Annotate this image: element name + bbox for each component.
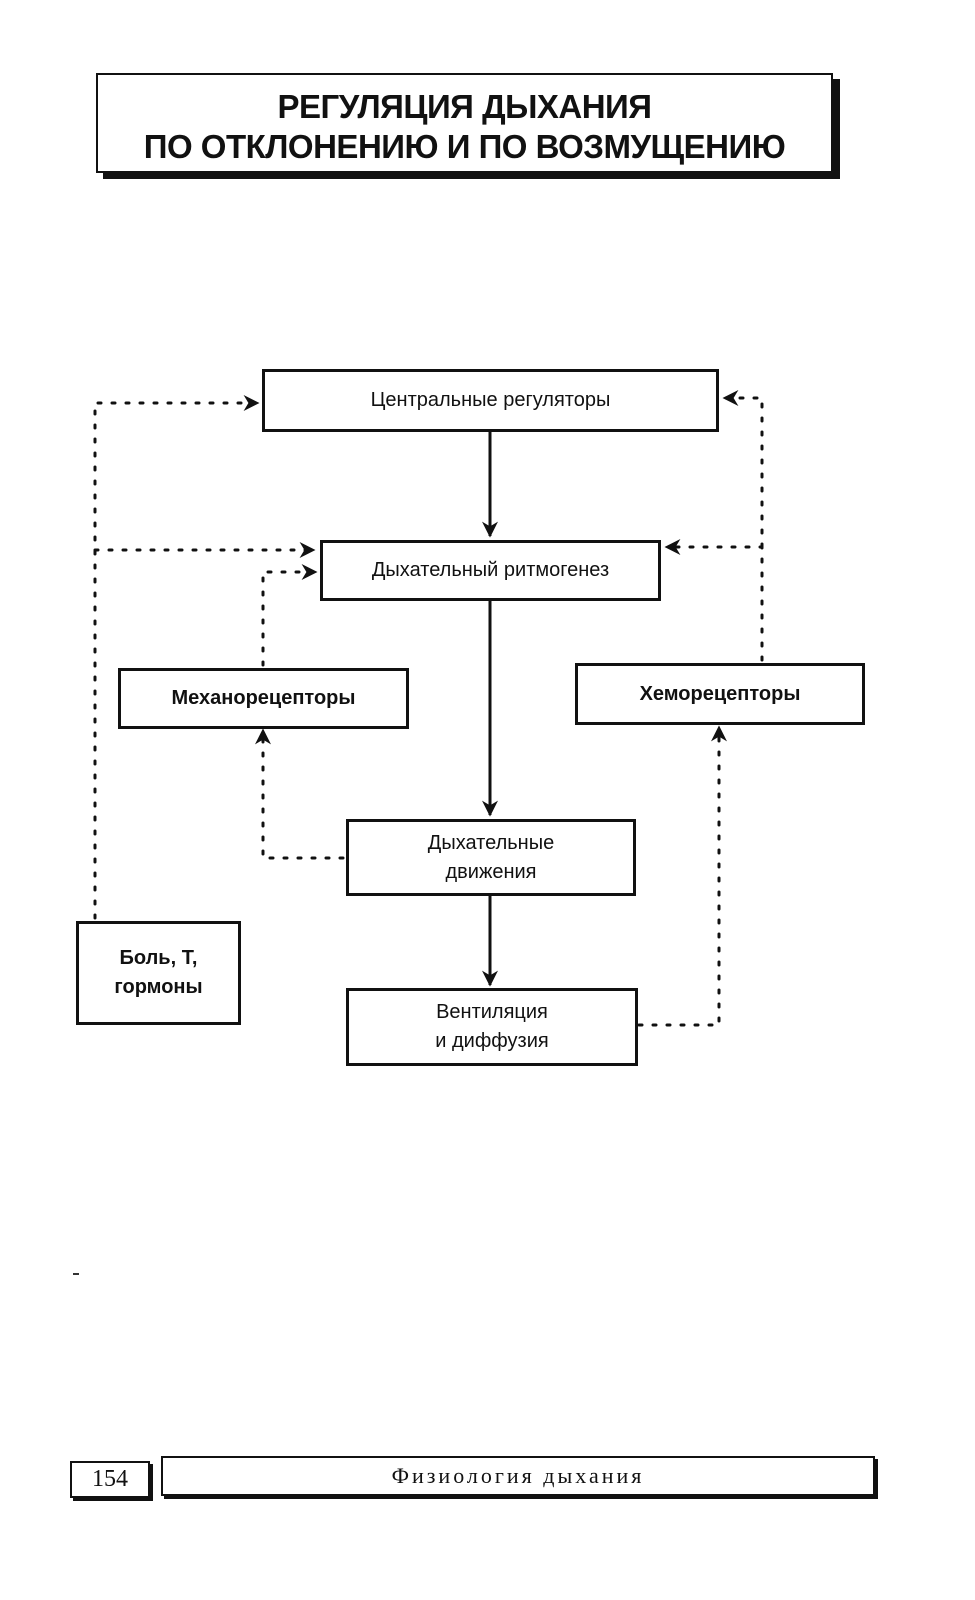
node-mechanoreceptors: Механорецепторы xyxy=(118,668,409,729)
node-pain-line1: Боль, Т, xyxy=(119,947,198,969)
title-box: РЕГУЛЯЦИЯ ДЫХАНИЯ ПО ОТКЛОНЕНИЮ И ПО ВОЗ… xyxy=(96,73,833,173)
node-respiratory-rhythmogenesis: Дыхательный ритмогенез xyxy=(320,540,661,601)
node-movements-line2: движения xyxy=(445,860,537,883)
node-chemoreceptors: Хеморецепторы xyxy=(575,663,865,725)
node-pain-line2: гормоны xyxy=(114,976,203,998)
dotted-movements-to-mechano xyxy=(255,728,345,860)
dotted-chemo-to-central xyxy=(722,390,764,549)
dotted-mechano-to-rhythm xyxy=(261,564,318,667)
running-footer-title: Физиология дыхания xyxy=(161,1456,875,1496)
node-central-regulators: Центральные регуляторы xyxy=(262,369,719,432)
node-ventilation-line1: Вентиляция xyxy=(436,1001,548,1023)
dotted-chemo-to-rhythm xyxy=(664,539,764,662)
dotted-ventilation-to-chemo xyxy=(637,725,727,1027)
title-line-2: ПО ОТКЛОНЕНИЮ И ПО ВОЗМУЩЕНИЮ xyxy=(143,128,786,165)
node-ventilation-line2: и диффузия xyxy=(435,1030,549,1052)
node-ventilation-diffusion: Вентиляция и диффузия xyxy=(346,988,638,1066)
node-mechanoreceptors-label: Механорецепторы xyxy=(171,687,356,709)
node-movements-line1: Дыхательные xyxy=(427,831,555,854)
page-number: 154 xyxy=(70,1461,150,1498)
dotted-pain-to-central xyxy=(93,395,260,920)
node-central-regulators-label: Центральные регуляторы xyxy=(370,389,611,411)
node-respiratory-movements: Дыхательные движения xyxy=(346,819,636,896)
stray-mark xyxy=(73,1273,79,1275)
node-chemoreceptors-label: Хеморецепторы xyxy=(639,682,801,705)
node-rhythmogenesis-label: Дыхательный ритмогенез xyxy=(371,559,610,581)
node-pain-temperature-hormones: Боль, Т, гормоны xyxy=(76,921,241,1025)
title-line-1: РЕГУЛЯЦИЯ ДЫХАНИЯ xyxy=(277,88,652,125)
